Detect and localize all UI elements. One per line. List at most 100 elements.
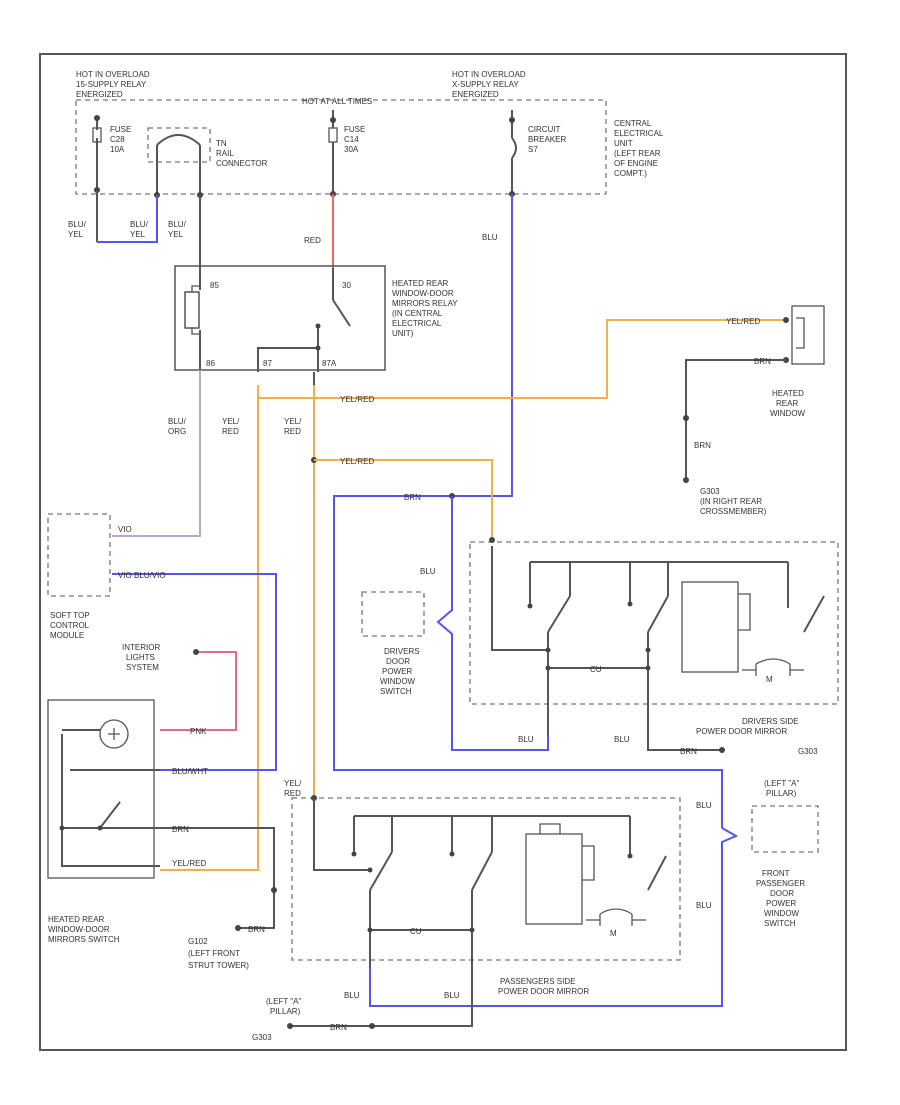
wl-blu-pm1: BLU [344, 991, 360, 1000]
wl-yel-red-c1: YEL/ [284, 779, 302, 788]
diagram-frame [39, 53, 847, 1051]
tn-rail-connector [147, 127, 211, 198]
central-unit-label-6: COMPT.) [614, 169, 647, 178]
wl-brn-v: BRN [694, 441, 711, 450]
wl-blu-pm2: BLU [444, 991, 460, 1000]
wl-brn-g102: BRN [248, 925, 265, 934]
switch-label-1: HEATED REAR [48, 915, 105, 924]
dm-label-1: DRIVERS SIDE [742, 717, 798, 726]
switch-label-3: MIRRORS SWITCH [48, 935, 120, 944]
breaker-label-3: S7 [528, 145, 538, 154]
wl-brn-g303b: BRN [680, 747, 697, 756]
wl-yel-red-b2: RED [284, 427, 301, 436]
wl-yel-red-sw: YEL/RED [172, 859, 206, 868]
wl-yel-red-b1: YEL/ [284, 417, 302, 426]
hrw-label-2: REAR [776, 399, 798, 408]
g303c-label: G303 [252, 1033, 272, 1042]
wire-pnk [160, 651, 237, 731]
wl-yel-red-a1: YEL/ [222, 417, 240, 426]
dws-label-1: DRIVERS [384, 647, 420, 656]
hrw-label-3: WINDOW [770, 409, 806, 418]
g102-label-3: STRUT TOWER) [188, 961, 249, 970]
wl-blu-yel-2a: BLU/ [130, 220, 149, 229]
g303-label-1: G303 [700, 487, 720, 496]
hot-right-label-3: ENERGIZED [452, 90, 499, 99]
wl-blu-yel-1b: YEL [68, 230, 84, 239]
relay-label-5: ELECTRICAL [392, 319, 442, 328]
a-pillar-label-2: PILLAR) [766, 789, 797, 798]
fuse-c14-label-2: C14 [344, 135, 359, 144]
hot-right-label-2: X-SUPPLY RELAY [452, 80, 519, 89]
pm-label-2: POWER DOOR MIRROR [498, 987, 589, 996]
wire-blu-main-loop [333, 495, 723, 828]
central-unit-label-5: OF ENGINE [614, 159, 658, 168]
wl-blu-wht: BLU/WHT [172, 767, 208, 776]
a-pillar2-label-1: (LEFT "A" [266, 997, 301, 1006]
wl-red: RED [304, 236, 321, 245]
wire-blu-drivers [436, 496, 549, 751]
relay-label-4: (IN CENTRAL [392, 309, 443, 318]
wire-vio-blu [112, 573, 277, 771]
wl-blu-org-b: ORG [168, 427, 186, 436]
central-unit-label-2: ELECTRICAL [614, 129, 664, 138]
wl-brn-sw: BRN [172, 825, 189, 834]
soft-top-label-1: SOFT TOP [50, 611, 90, 620]
interior-label-1: INTERIOR [122, 643, 160, 652]
wire-brn-g303b [647, 706, 722, 751]
drivers-mirror-box [469, 541, 839, 705]
interior-label-2: LIGHTS [126, 653, 155, 662]
wl-blu-pa2: BLU [696, 901, 712, 910]
drivers-mirror-internal [489, 537, 825, 736]
relay-label-3: MIRRORS RELAY [392, 299, 458, 308]
a-pillar2-label-2: PILLAR) [270, 1007, 301, 1016]
hot-center-label: HOT AT ALL TIMES [302, 97, 372, 106]
wire-blu-pass [369, 827, 739, 1007]
wire-blu-top [452, 194, 513, 497]
fuse-c14-label-1: FUSE [344, 125, 365, 134]
tn-label-1: TN [216, 139, 227, 148]
relay-pin-30: 30 [342, 281, 351, 290]
wire-brn-rear-ground [685, 359, 786, 480]
pm-label-1: PASSENGERS SIDE [500, 977, 575, 986]
soft-top-module [47, 513, 111, 597]
heated-rear-window [783, 305, 825, 365]
wl-blu-dm2: BLU [614, 735, 630, 744]
relay-label-1: HEATED REAR [392, 279, 449, 288]
dm-label-2: POWER DOOR MIRROR [696, 727, 787, 736]
relay-box [174, 265, 386, 371]
dws-label-4: WINDOW [380, 677, 416, 686]
wire-blu-yel-2 [97, 195, 158, 243]
tn-label-3: CONNECTOR [216, 159, 268, 168]
wl-brn-bot: BRN [330, 1023, 347, 1032]
wire-yel-red-switch [160, 385, 259, 871]
wire-yel-red-h2 [314, 459, 493, 540]
switch-label-2: WINDOW-DOOR [48, 925, 110, 934]
breaker-label-2: BREAKER [528, 135, 566, 144]
fps-label-6: SWITCH [764, 919, 796, 928]
front-pass-window-switch [751, 805, 819, 853]
wl-brn-rw: BRN [754, 357, 771, 366]
wl-cu-drivers: CU [590, 665, 602, 674]
fuse-c14-label-3: 30A [344, 145, 359, 154]
a-pillar-label-1: (LEFT "A" [764, 779, 799, 788]
fuse-c28-label-2: C28 [110, 135, 125, 144]
dws-label-3: POWER [382, 667, 412, 676]
soft-top-label-3: MODULE [50, 631, 84, 640]
relay-pin-86: 86 [206, 359, 215, 368]
soft-top-label-2: CONTROL [50, 621, 90, 630]
wl-yel-red-rw: YEL/RED [726, 317, 760, 326]
fuse-c14 [328, 110, 338, 197]
breaker-label-1: CIRCUIT [528, 125, 561, 134]
dws-label-2: DOOR [386, 657, 410, 666]
hot-left-label-3: ENERGIZED [76, 90, 123, 99]
wl-blu-top: BLU [482, 233, 498, 242]
fps-label-1: FRONT [762, 869, 790, 878]
wl-cu-pass: CU [410, 927, 422, 936]
wl-blu-yel-1a: BLU/ [68, 220, 87, 229]
central-unit-box [75, 99, 607, 195]
relay-label-6: UNIT) [392, 329, 414, 338]
hot-left-label-1: HOT IN OVERLOAD [76, 70, 150, 79]
tn-label-2: RAIL [216, 149, 234, 158]
